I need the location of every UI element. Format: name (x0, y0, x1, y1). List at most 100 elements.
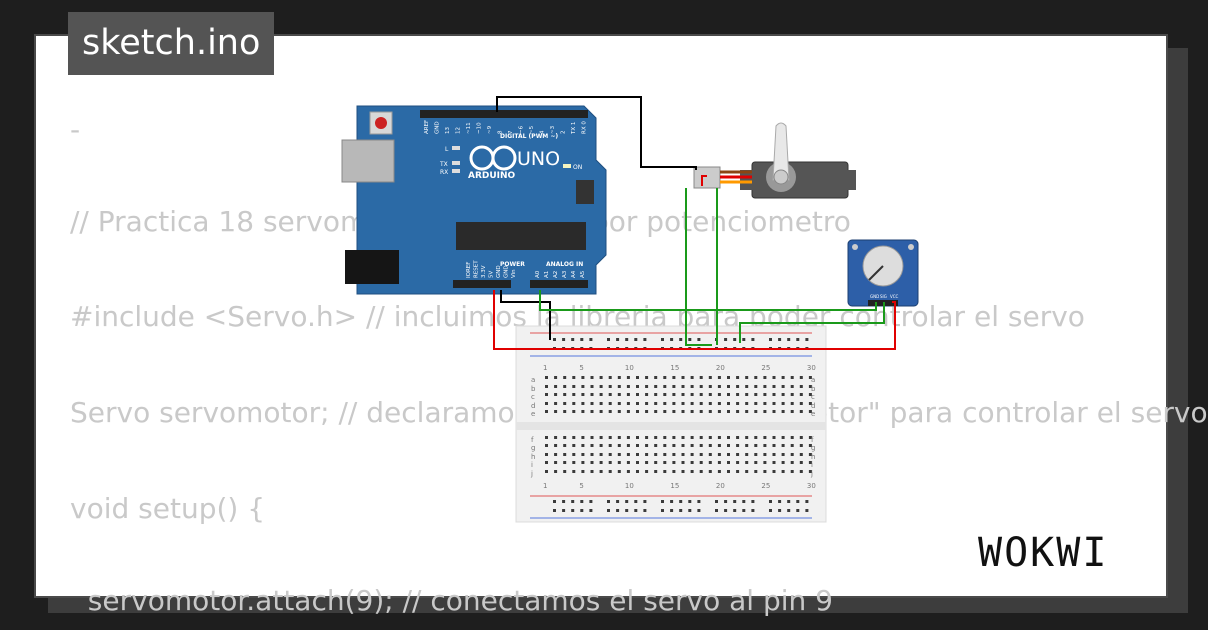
breadboard-hole[interactable] (679, 338, 683, 341)
breadboard-hole[interactable] (654, 470, 658, 473)
breadboard-hole[interactable] (599, 470, 603, 473)
breadboard-hole[interactable] (634, 509, 638, 512)
breadboard-hole[interactable] (608, 393, 612, 396)
breadboard-hole[interactable] (581, 410, 585, 413)
breadboard-hole[interactable] (625, 509, 629, 512)
breadboard-hole[interactable] (681, 393, 685, 396)
breadboard-hole[interactable] (670, 338, 674, 341)
breadboard-hole[interactable] (736, 461, 740, 464)
breadboard-hole[interactable] (617, 453, 621, 456)
breadboard-hole[interactable] (580, 338, 584, 341)
breadboard-hole[interactable] (608, 436, 612, 439)
breadboard-hole[interactable] (754, 402, 758, 405)
breadboard-hole[interactable] (545, 376, 548, 379)
breadboard-hole[interactable] (626, 393, 630, 396)
breadboard-hole[interactable] (745, 385, 749, 388)
breadboard-hole[interactable] (681, 470, 685, 473)
breadboard-hole[interactable] (563, 453, 567, 456)
breadboard-hole[interactable] (661, 509, 664, 512)
breadboard-hole[interactable] (796, 509, 800, 512)
breadboard-hole[interactable] (679, 509, 683, 512)
breadboard-hole[interactable] (727, 410, 730, 413)
breadboard-hole[interactable] (643, 509, 647, 512)
breadboard-hole[interactable] (545, 436, 548, 439)
breadboard-hole[interactable] (626, 470, 630, 473)
breadboard-hole[interactable] (590, 470, 594, 473)
breadboard-hole[interactable] (581, 453, 585, 456)
breadboard-hole[interactable] (736, 436, 740, 439)
breadboard-hole[interactable] (554, 436, 558, 439)
breadboard-hole[interactable] (745, 470, 749, 473)
breadboard-hole[interactable] (690, 444, 694, 447)
breadboard-hole[interactable] (745, 376, 749, 379)
breadboard-hole[interactable] (717, 470, 721, 473)
breadboard-hole[interactable] (805, 500, 809, 503)
breadboard-hole[interactable] (745, 461, 749, 464)
breadboard-hole[interactable] (563, 470, 567, 473)
breadboard-hole[interactable] (763, 402, 767, 405)
breadboard-hole[interactable] (790, 444, 794, 447)
breadboard-hole[interactable] (727, 461, 730, 464)
breadboard-hole[interactable] (626, 385, 630, 388)
breadboard-hole[interactable] (554, 393, 558, 396)
breadboard-hole[interactable] (581, 436, 585, 439)
breadboard-hole[interactable] (616, 500, 620, 503)
breadboard-hole[interactable] (572, 376, 576, 379)
breadboard-hole[interactable] (608, 453, 612, 456)
breadboard-hole[interactable] (545, 402, 548, 405)
breadboard-hole[interactable] (654, 444, 658, 447)
breadboard-hole[interactable] (626, 376, 630, 379)
breadboard-hole[interactable] (654, 385, 658, 388)
breadboard-hole[interactable] (699, 436, 703, 439)
breadboard-hole[interactable] (781, 410, 785, 413)
breadboard-hole[interactable] (599, 444, 603, 447)
breadboard-hole[interactable] (608, 410, 612, 413)
breadboard-hole[interactable] (790, 453, 794, 456)
breadboard-hole[interactable] (608, 402, 612, 405)
breadboard-hole[interactable] (787, 338, 791, 341)
breadboard-hole[interactable] (772, 444, 776, 447)
breadboard-hole[interactable] (754, 461, 758, 464)
breadboard-hole[interactable] (754, 385, 758, 388)
breadboard-hole[interactable] (554, 444, 558, 447)
breadboard-hole[interactable] (672, 402, 676, 405)
breadboard-hole[interactable] (772, 376, 776, 379)
breadboard-hole[interactable] (626, 444, 630, 447)
breadboard-hole[interactable] (663, 376, 667, 379)
breadboard-hole[interactable] (808, 453, 812, 456)
breadboard-hole[interactable] (763, 461, 767, 464)
breadboard-hole[interactable] (690, 470, 694, 473)
breadboard-hole[interactable] (717, 410, 721, 413)
breadboard-hole[interactable] (645, 376, 649, 379)
breadboard-hole[interactable] (778, 509, 782, 512)
breadboard-hole[interactable] (590, 402, 594, 405)
breadboard-hole[interactable] (580, 509, 584, 512)
breadboard-hole[interactable] (581, 470, 585, 473)
breadboard-hole[interactable] (790, 461, 794, 464)
breadboard-hole[interactable] (554, 461, 558, 464)
breadboard-hole[interactable] (708, 444, 712, 447)
breadboard-hole[interactable] (554, 385, 558, 388)
breadboard-hole[interactable] (626, 410, 630, 413)
breadboard-hole[interactable] (589, 338, 593, 341)
breadboard-hole[interactable] (805, 338, 809, 341)
breadboard-hole[interactable] (799, 376, 803, 379)
breadboard-hole[interactable] (654, 410, 658, 413)
breadboard-hole[interactable] (672, 470, 676, 473)
breadboard-hole[interactable] (717, 436, 721, 439)
breadboard-hole[interactable] (736, 444, 740, 447)
breadboard-hole[interactable] (763, 470, 767, 473)
breadboard-hole[interactable] (581, 402, 585, 405)
breadboard-hole[interactable] (745, 444, 749, 447)
breadboard-hole[interactable] (781, 453, 785, 456)
breadboard-hole[interactable] (769, 338, 772, 341)
breadboard-hole[interactable] (808, 385, 812, 388)
breadboard-hole[interactable] (645, 402, 649, 405)
breadboard-hole[interactable] (690, 385, 694, 388)
breadboard-hole[interactable] (663, 453, 667, 456)
breadboard-hole[interactable] (643, 338, 647, 341)
breadboard-hole[interactable] (717, 376, 721, 379)
breadboard-hole[interactable] (717, 461, 721, 464)
breadboard-hole[interactable] (790, 402, 794, 405)
breadboard-hole[interactable] (617, 393, 621, 396)
